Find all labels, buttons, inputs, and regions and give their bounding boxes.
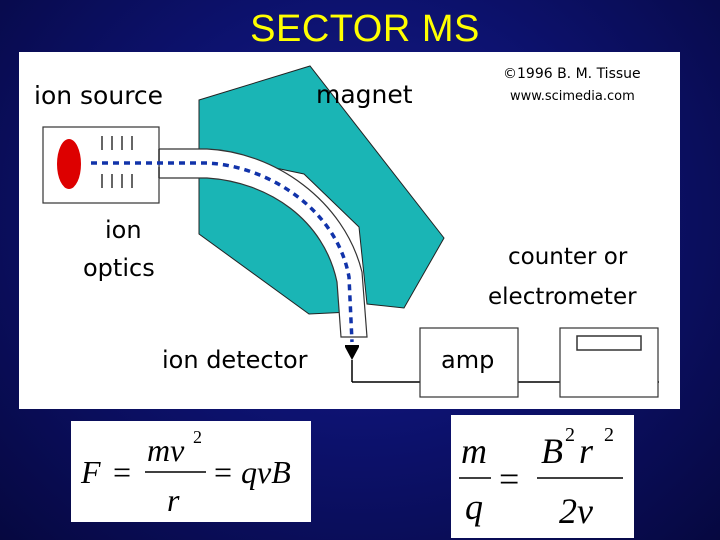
eq2-num-B: B <box>541 431 563 471</box>
flight-tube <box>158 148 368 338</box>
eq2-num-r-exp: 2 <box>604 424 614 446</box>
diagram-svg: ion source magnet ©1996 B. M. Tissue www… <box>34 65 659 398</box>
label-amp: amp <box>441 346 494 374</box>
ion-source-blob <box>57 139 81 189</box>
amp-box <box>419 327 519 398</box>
mass-to-charge-equation: m q = B 2 r 2 2v <box>451 415 634 538</box>
label-ion-source: ion source <box>34 81 163 110</box>
eq2-lhs-den: q <box>465 487 483 527</box>
eq2-num-B-exp: 2 <box>565 424 575 446</box>
eq2-equals: = <box>499 459 519 499</box>
label-copyright: ©1996 B. M. Tissue <box>503 66 641 82</box>
label-counter-1: counter or <box>508 244 628 270</box>
eq1-equals-2: = <box>214 454 232 490</box>
ion-trajectory <box>91 161 354 343</box>
label-ion-detector: ion detector <box>162 346 308 374</box>
slide-title: SECTOR MS <box>250 8 480 50</box>
eq1-numerator-exp: 2 <box>193 427 202 447</box>
eq1-rhs: qvB <box>241 454 291 490</box>
eq1-equals-1: = <box>113 454 131 490</box>
label-magnet: magnet <box>316 80 413 109</box>
eq2-rhs-den: 2v <box>559 491 593 531</box>
label-ion-optics-2: optics <box>83 254 155 282</box>
force-balance-equation: F = mv 2 r = qvB <box>71 421 311 522</box>
label-counter-2: electrometer <box>488 284 637 310</box>
label-website: www.scimedia.com <box>510 89 635 104</box>
ion-optics-slits <box>101 136 160 188</box>
eq2-num-r: r <box>579 431 594 471</box>
counter-display <box>576 335 642 351</box>
ion-detector-symbol <box>345 347 359 360</box>
eq2-lhs-num: m <box>461 431 487 471</box>
eq1-numerator: mv <box>147 432 185 468</box>
eq1-denominator: r <box>167 482 180 518</box>
sector-ms-diagram: ion source magnet ©1996 B. M. Tissue www… <box>19 52 680 409</box>
eq1-F: F <box>80 454 101 490</box>
label-ion-optics-1: ion <box>105 216 142 244</box>
